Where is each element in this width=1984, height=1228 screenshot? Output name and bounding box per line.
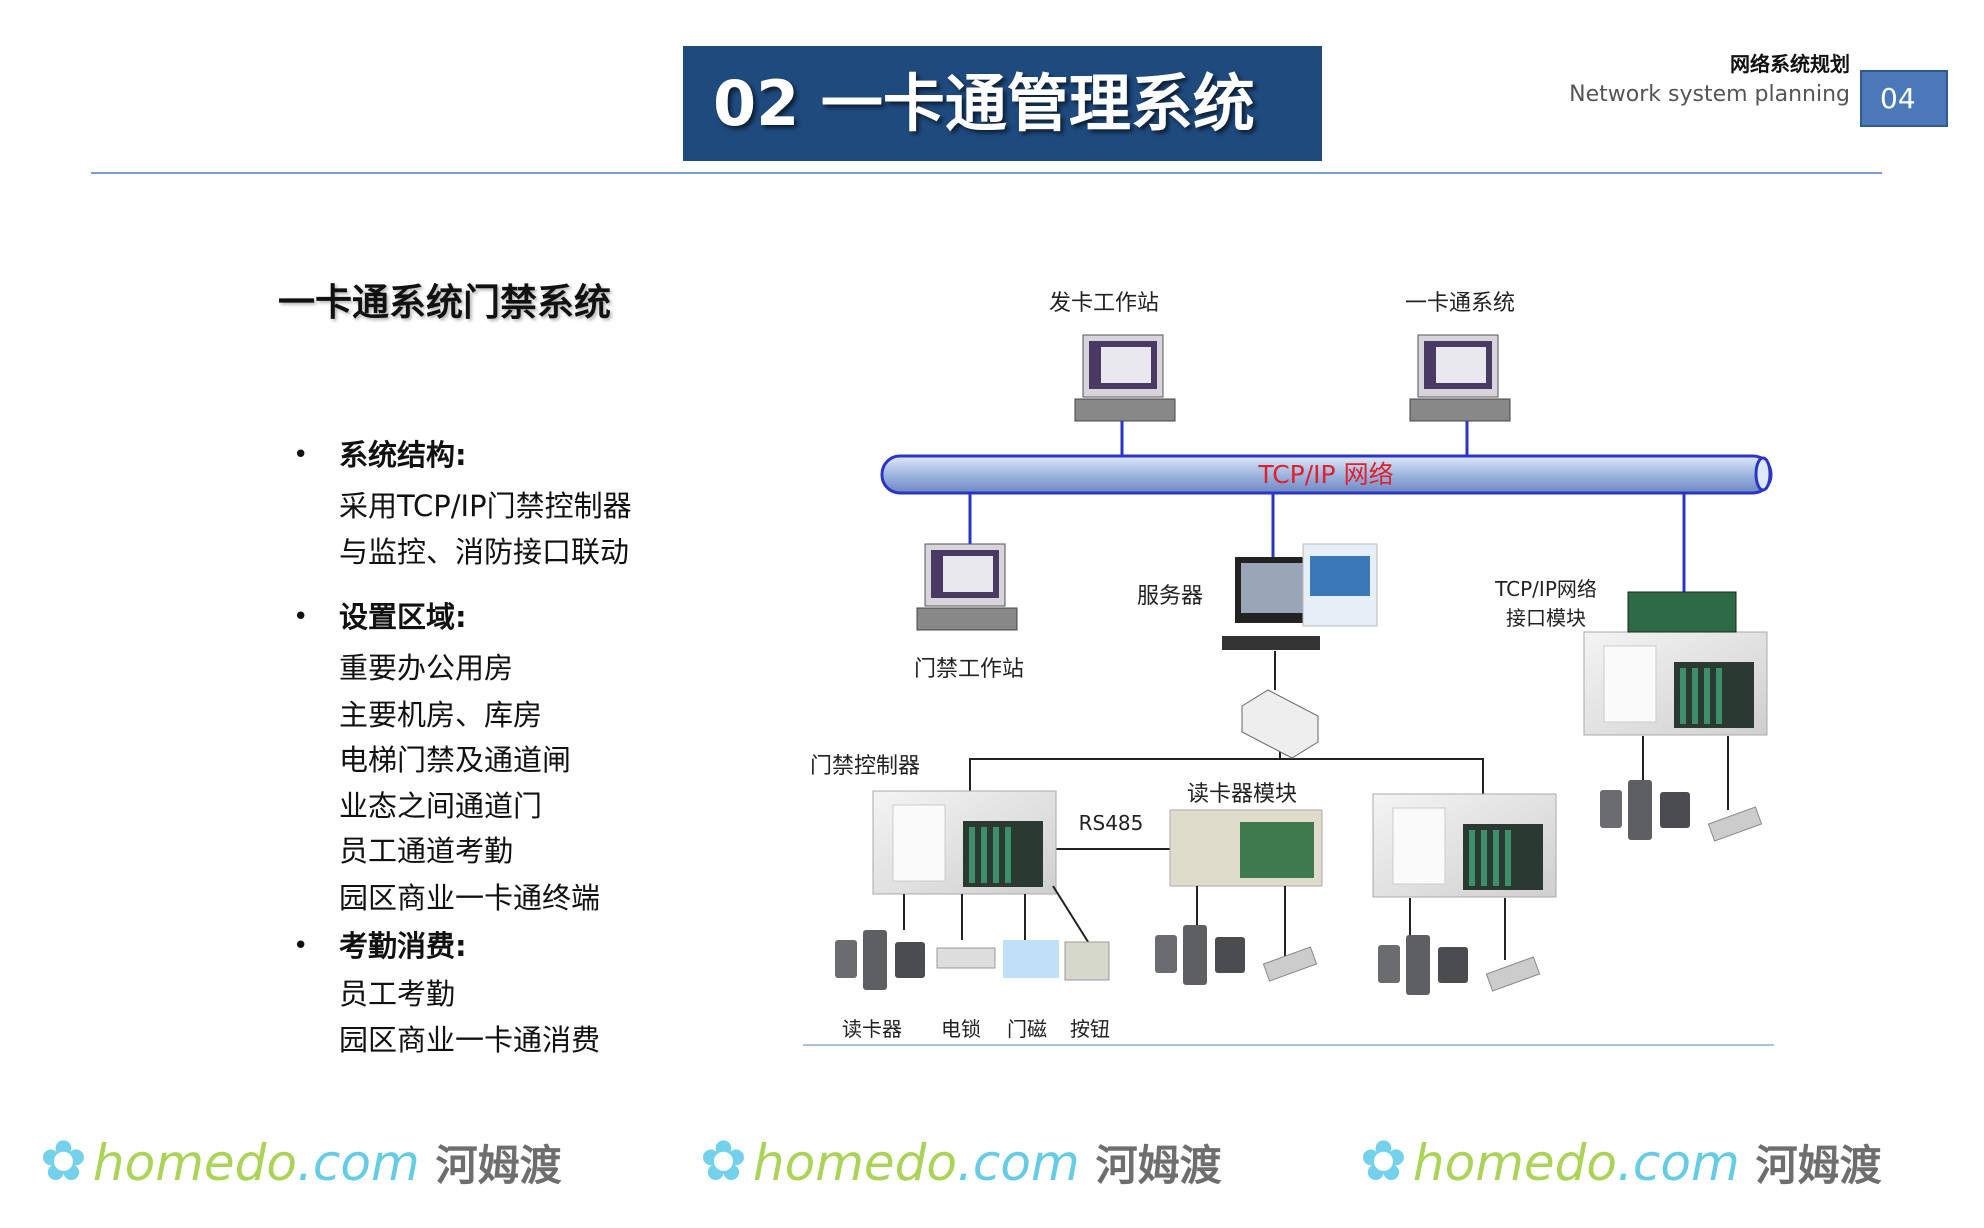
exit-button-icon	[1064, 941, 1110, 981]
svg-text:服务器: 服务器	[1137, 584, 1203, 609]
bullet-subitem: 园区商业一卡通终端	[339, 881, 601, 915]
electric-lock-icon	[1262, 946, 1318, 982]
bullet-heading: 系统结构:	[339, 438, 467, 472]
svg-text:TCP/IP网络: TCP/IP网络	[1494, 577, 1597, 601]
bullet-subitem: 电梯门禁及通道闸	[339, 743, 572, 777]
reader-module-label: 读卡器模块	[1187, 782, 1297, 807]
card-readers	[1155, 925, 1245, 985]
bullet-subitem: 业态之间通道门	[339, 789, 543, 823]
tcpip-network-pipe: TCP/IP 网络	[880, 454, 1773, 495]
page-number: 04	[1860, 70, 1948, 127]
electric-lock-icon	[1707, 806, 1763, 842]
access-control-station: 门禁工作站	[914, 543, 1024, 682]
access-controller-1	[872, 790, 1057, 895]
bullet-subitem: 员工考勤	[339, 977, 456, 1011]
door-sensor-label: 门磁	[1007, 1017, 1047, 1041]
network-switch	[1241, 689, 1319, 759]
access-controller-3	[1583, 631, 1768, 736]
bullet-icon: •	[293, 602, 309, 632]
card-readers	[835, 930, 925, 990]
electric-lock-icon	[1485, 956, 1541, 992]
network-links	[968, 421, 1686, 592]
section-title-en: Network system planning	[1569, 82, 1850, 107]
svg-text:门禁工作站: 门禁工作站	[914, 657, 1024, 682]
card-readers	[1600, 780, 1690, 840]
bullet-subitem: 采用TCP/IP门禁控制器	[339, 489, 632, 523]
svg-text:一卡通系统: 一卡通系统	[1405, 291, 1515, 316]
tcpip-interface-module: TCP/IP网络 接口模块	[1494, 577, 1737, 633]
bullet-heading: 设置区域:	[339, 600, 467, 634]
svg-text:接口模块: 接口模块	[1506, 606, 1586, 630]
bullet-subitem: 员工通道考勤	[339, 834, 514, 868]
reader-label: 读卡器	[842, 1017, 902, 1041]
bullet-subitem: 园区商业一卡通消费	[339, 1023, 601, 1057]
card-readers	[1378, 935, 1468, 995]
bullet-subitem: 重要办公用房	[339, 651, 514, 685]
device-links	[903, 736, 1729, 960]
electric-lock-icon	[936, 947, 996, 969]
network-label: TCP/IP 网络	[1257, 460, 1393, 489]
card-issue-station: 发卡工作站	[1049, 291, 1176, 422]
rs485-label: RS485	[1079, 811, 1144, 835]
bullet-icon: •	[293, 931, 309, 961]
bullet-subitem: 与监控、消防接口联动	[339, 535, 630, 569]
server: 服务器	[1137, 543, 1378, 650]
section-title-cn: 网络系统规划	[1730, 52, 1850, 76]
bullet-subitem: 主要机房、库房	[339, 698, 543, 732]
controller-label: 门禁控制器	[810, 754, 920, 779]
laptop-icon	[1409, 334, 1511, 422]
slide-title: 02 一卡通管理系统	[683, 46, 1322, 161]
svg-text:发卡工作站: 发卡工作站	[1049, 291, 1159, 316]
controller-bus	[969, 651, 1484, 850]
lock-label: 电锁	[941, 1017, 981, 1041]
access-controller-2	[1372, 793, 1557, 898]
card-system-station: 一卡通系统	[1405, 291, 1515, 422]
bullet-icon: •	[293, 440, 309, 470]
laptop-icon	[1074, 334, 1176, 422]
door-sensor-icon	[1003, 940, 1059, 978]
bullet-heading: 考勤消费:	[339, 929, 467, 963]
button-label: 按钮	[1070, 1017, 1110, 1041]
reader-module	[1169, 809, 1323, 887]
laptop-icon	[916, 543, 1018, 631]
header-divider	[91, 172, 1882, 174]
content-subtitle: 一卡通系统门禁系统	[278, 281, 611, 324]
